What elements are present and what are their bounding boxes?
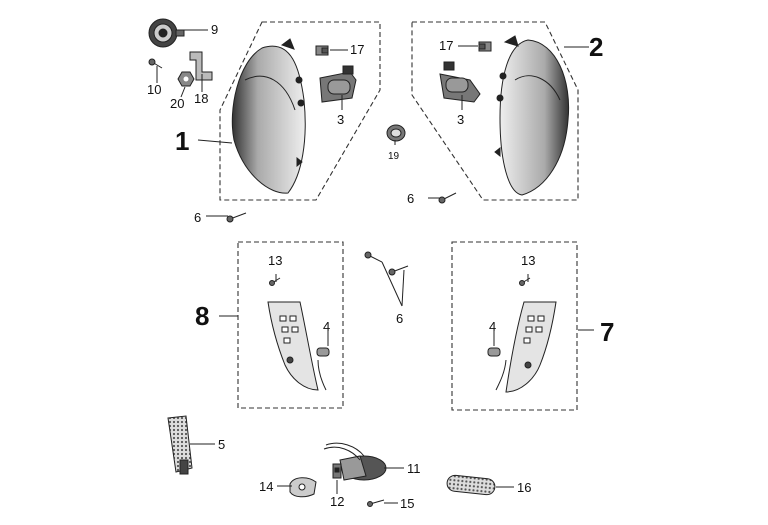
- callout-13-right: 13: [521, 253, 535, 268]
- callout-3-right: 3: [457, 112, 464, 127]
- screw-icon: [269, 277, 281, 286]
- callout-17-left: 17: [350, 42, 364, 57]
- callout-6-right: 6: [407, 191, 414, 206]
- callout-20: 20: [170, 96, 184, 111]
- callout-7: 7: [600, 317, 614, 347]
- callout-11: 11: [407, 461, 421, 476]
- screw-icon: [367, 499, 385, 507]
- screw-icon: [226, 212, 247, 223]
- callout-4-left: 4: [323, 319, 330, 334]
- callout-15: 15: [400, 496, 414, 511]
- lamp-assembly-part: [323, 442, 387, 481]
- callout-9: 9: [211, 22, 218, 37]
- callout-1: 1: [175, 126, 189, 156]
- bulb-holder-part: [289, 477, 317, 498]
- callout-4-right: 4: [489, 319, 496, 334]
- nut-part: [177, 71, 195, 87]
- callout-18: 18: [194, 91, 208, 106]
- screw-icon: [438, 192, 457, 204]
- halogen-bulb-icon: [315, 45, 329, 56]
- group-box-1: [219, 21, 381, 201]
- callout-16: 16: [517, 480, 531, 495]
- callout-3-left: 3: [337, 112, 344, 127]
- bracket-part: [189, 51, 213, 81]
- grille-part: [446, 474, 496, 496]
- headlight-lens-icon: [231, 38, 306, 194]
- screw-icon: [148, 58, 163, 69]
- callout-5: 5: [218, 437, 225, 452]
- screw-icon: [388, 265, 409, 276]
- screw-icon: [519, 277, 531, 286]
- callout-6-left: 6: [194, 210, 201, 225]
- halogen-bulb-icon: [439, 61, 481, 103]
- callout-14: 14: [259, 479, 273, 494]
- halogen-bulb-icon: [478, 41, 492, 52]
- callout-13-left: 13: [268, 253, 282, 268]
- callout-19: 19: [388, 151, 400, 162]
- reflector-module-part: [167, 415, 193, 475]
- callout-2: 2: [589, 32, 603, 62]
- grommet-part: [386, 124, 406, 142]
- horn-icon: [148, 18, 185, 48]
- indicator-lens-icon: [495, 301, 557, 393]
- halogen-bulb-icon: [487, 347, 501, 357]
- callout-10: 10: [147, 82, 161, 97]
- bulb-socket-part: [332, 463, 342, 479]
- indicator-lens-icon: [267, 301, 327, 391]
- callout-8: 8: [195, 301, 209, 331]
- callout-6-center: 6: [396, 311, 403, 326]
- callout-12: 12: [330, 494, 344, 509]
- halogen-bulb-icon: [319, 65, 357, 103]
- screw-icon: [364, 251, 383, 263]
- callout-17-right: 17: [439, 38, 453, 53]
- halogen-bulb-icon: [316, 347, 330, 357]
- headlight-lens-icon: [494, 35, 570, 196]
- group-box-2: [411, 21, 579, 201]
- leader-lines: [156, 29, 594, 504]
- group-box-8: [237, 241, 344, 409]
- group-box-7: [451, 241, 578, 411]
